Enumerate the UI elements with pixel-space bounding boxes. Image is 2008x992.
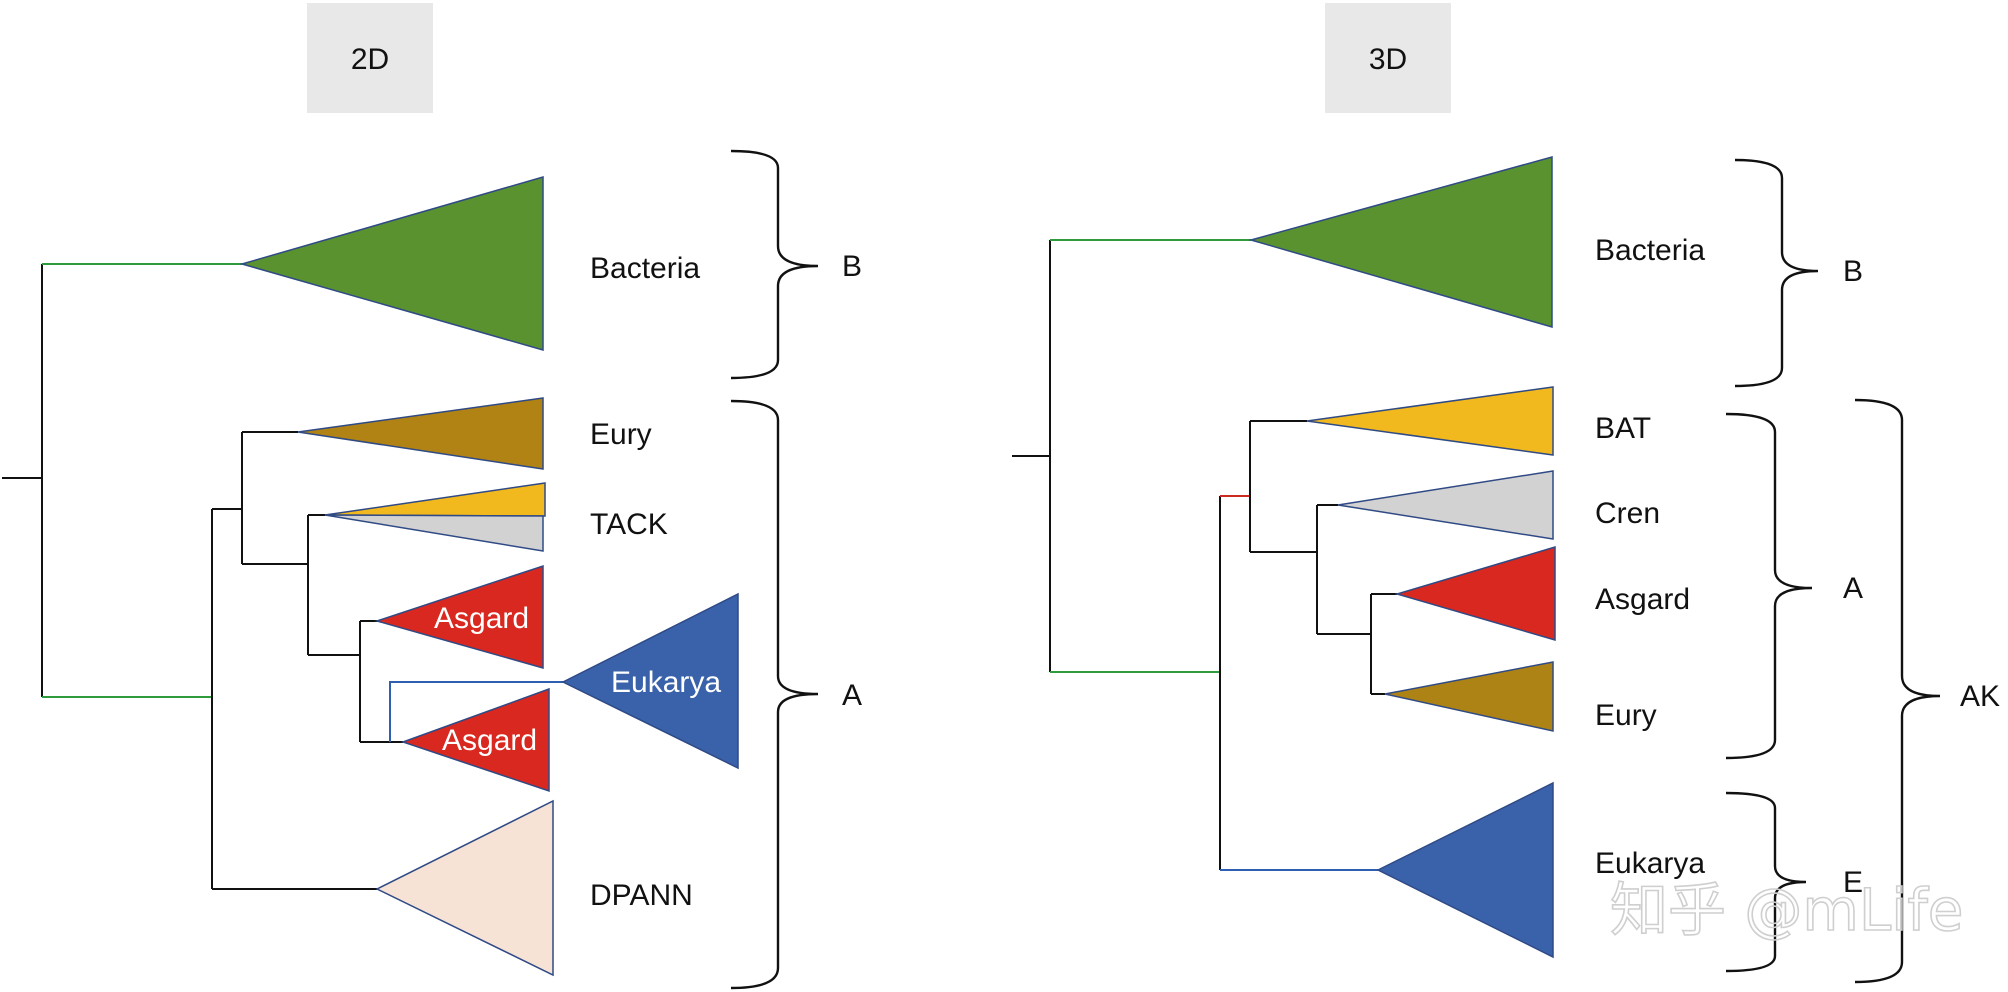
clade-dpann — [375, 799, 554, 977]
clade-label-cren-3d: Cren — [1595, 497, 1660, 530]
clade-eury — [297, 397, 544, 470]
clade-eukarya-3d — [1376, 781, 1554, 959]
clade-bacteria-3d — [1248, 156, 1553, 328]
clade-bacteria — [239, 176, 544, 351]
panel-3d: 3D Bacteria BAT Cren Asgard Eury Eukarya… — [1012, 3, 2000, 984]
clade-cren-3d — [1337, 470, 1554, 540]
brace-a-2d — [730, 399, 819, 990]
tree-2d — [2, 263, 563, 890]
clade-label-eukarya-3d: Eukarya — [1595, 847, 1705, 880]
clade-eury-3d — [1384, 661, 1554, 732]
clade-label-tack: TACK — [590, 508, 668, 541]
group-label-ak-3d: AK — [1960, 680, 2000, 713]
group-label-e-3d: E — [1843, 866, 1863, 899]
clade-label-asgard-3d: Asgard — [1595, 583, 1690, 616]
root-branch — [2, 264, 43, 697]
archaea-internal-branches-3d — [1249, 420, 1397, 695]
group-label-a-2d: A — [842, 679, 862, 712]
group-label-b-2d: B — [842, 250, 862, 283]
eukarya-branch — [389, 681, 563, 742]
group-label-b-3d: B — [1843, 255, 1863, 288]
panel-title-box-3d — [1325, 3, 1451, 113]
clade-eukarya — [561, 592, 739, 770]
group-label-a-3d: A — [1843, 572, 1863, 605]
clade-asgard-3d — [1394, 545, 1556, 641]
brace-b-2d — [730, 149, 819, 380]
panel-2d: 2D Bacteria Eury TACK Asgard Eukarya Asg… — [2, 3, 862, 990]
clade-label-eury-3d: Eury — [1595, 699, 1657, 732]
clade-label-bacteria-3d: Bacteria — [1595, 234, 1705, 267]
clade-label-eury: Eury — [590, 418, 652, 451]
panel-title-box-2d — [307, 3, 433, 113]
clade-asgard-lower — [400, 687, 550, 793]
archaea-internal-branches — [211, 431, 403, 890]
clade-tack-grey — [324, 514, 544, 552]
clade-label-eukarya: Eukarya — [611, 666, 721, 699]
clade-asgard-upper — [374, 564, 544, 669]
brace-a-3d — [1725, 412, 1813, 760]
panel-title-2d: 2D — [351, 43, 389, 76]
clade-label-asgard-upper: Asgard — [434, 602, 529, 635]
panel-title-3d: 3D — [1369, 43, 1407, 76]
brace-e-3d — [1725, 791, 1807, 973]
clade-label-bat-3d: BAT — [1595, 412, 1651, 445]
clade-label-bacteria: Bacteria — [590, 252, 700, 285]
clade-bat-3d — [1306, 386, 1554, 456]
root-branch-3d — [1012, 240, 1051, 672]
brace-b-3d — [1734, 158, 1819, 388]
brace-ak-3d — [1854, 398, 1941, 984]
watermark: 知乎 @mLife — [1610, 876, 1963, 944]
clade-tack-gold — [324, 482, 546, 517]
tree-3d — [1012, 239, 1397, 871]
clade-label-asgard-lower: Asgard — [442, 724, 537, 757]
clade-label-dpann: DPANN — [590, 879, 693, 912]
